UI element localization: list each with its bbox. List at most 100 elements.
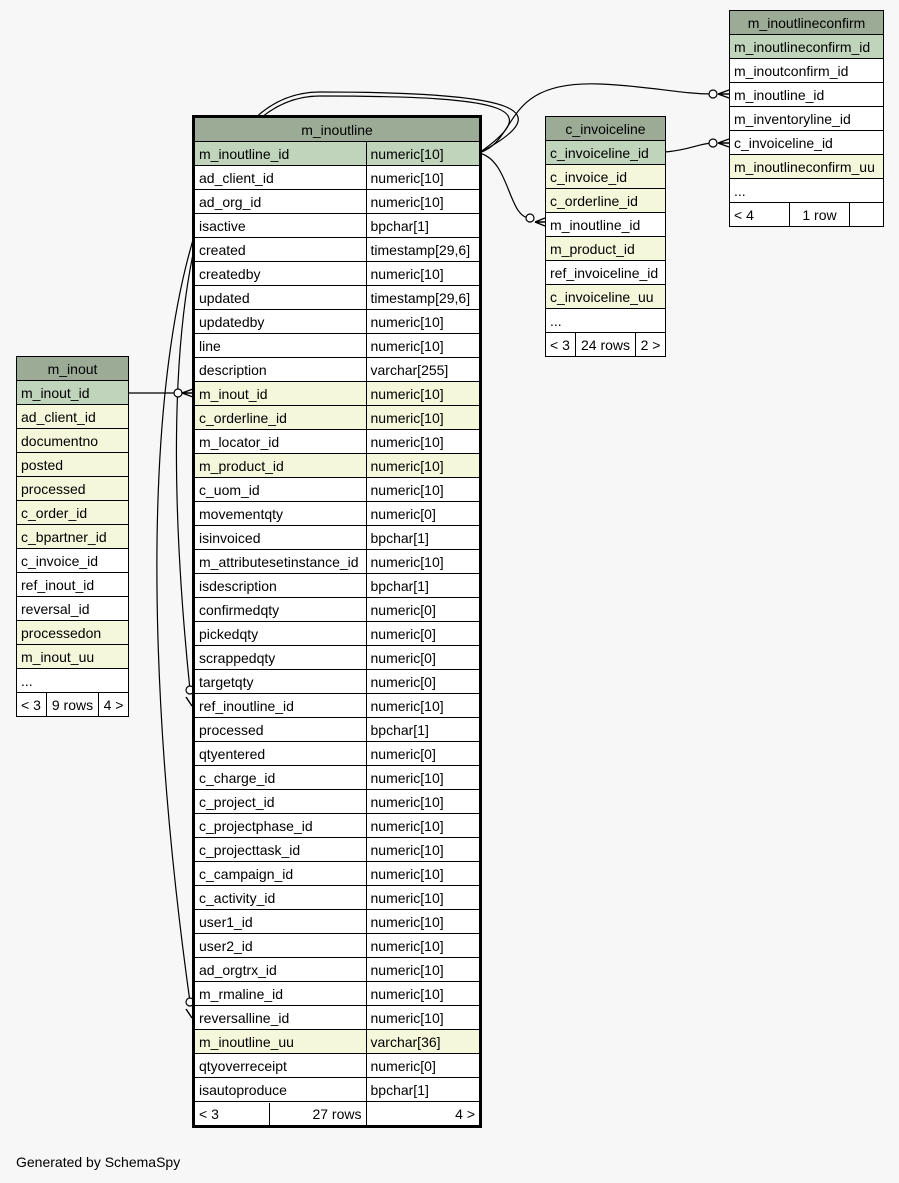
column-name: qtyentered — [193, 741, 367, 766]
footer-prev-link[interactable]: < 4 — [729, 202, 790, 227]
column-row[interactable]: m_inout_id — [15, 380, 130, 405]
column-row[interactable]: m_inoutlineconfirm_uu — [728, 154, 885, 179]
column-name: line — [193, 333, 367, 358]
column-row[interactable]: m_inoutconfirm_id — [728, 58, 885, 83]
edge-m-inoutline-to-confirm — [478, 83, 714, 154]
column-row[interactable]: ref_inout_id — [15, 572, 130, 597]
column-row[interactable]: m_inout_uu — [15, 644, 130, 669]
column-type: numeric[10] — [365, 837, 481, 862]
footer-next-link[interactable]: 2 > — [634, 332, 667, 357]
footer-next-link[interactable] — [848, 202, 885, 227]
edge-end-circle — [173, 388, 183, 398]
column-type: bpchar[1] — [365, 525, 481, 550]
column-row[interactable]: c_invoiceline_uu — [544, 284, 667, 309]
column-row[interactable]: c_order_id — [15, 500, 130, 525]
column-row[interactable]: ad_client_id — [15, 404, 130, 429]
column-name: documentno — [15, 428, 130, 453]
column-row[interactable]: reversal_id — [15, 596, 130, 621]
column-type: numeric[10] — [365, 405, 481, 430]
column-type: numeric[10] — [365, 813, 481, 838]
column-row[interactable]: ... — [15, 668, 130, 693]
column-row[interactable]: m_inoutline_id — [728, 82, 885, 107]
column-row[interactable]: c_invoice_id — [544, 164, 667, 189]
column-row[interactable]: m_inventoryline_id — [728, 106, 885, 131]
column-name: ref_inoutline_id — [193, 693, 367, 718]
column-type: numeric[10] — [365, 165, 481, 190]
footer-next-link[interactable]: 4 > — [97, 692, 130, 717]
footer-prev-link[interactable]: < 3 — [545, 332, 576, 357]
column-row[interactable]: c_invoice_id — [15, 548, 130, 573]
column-name: confirmedqty — [193, 597, 367, 622]
column-row[interactable]: processedon — [15, 620, 130, 645]
footer-prev-link[interactable]: < 3 — [195, 1102, 270, 1125]
table-title: c_invoiceline — [544, 116, 667, 141]
column-name: ... — [544, 308, 667, 333]
column-row[interactable]: c_orderline_id — [544, 188, 667, 213]
column-row[interactable]: c_invoiceline_id — [728, 130, 885, 155]
column-row[interactable]: m_product_id — [544, 236, 667, 261]
column-row[interactable]: documentno — [15, 428, 130, 453]
column-row[interactable]: c_invoiceline_id — [544, 140, 667, 165]
column-row[interactable]: ... — [544, 308, 667, 333]
column-row[interactable]: m_inoutlineconfirm_id — [728, 34, 885, 59]
column-type: numeric[0] — [365, 669, 481, 694]
column-name: ad_client_id — [193, 165, 367, 190]
footer-prev-link[interactable]: < 3 — [16, 692, 47, 717]
column-row[interactable]: c_bpartner_id — [15, 524, 130, 549]
column-name: c_bpartner_id — [15, 524, 130, 549]
column-row[interactable]: m_inoutline_id — [544, 212, 667, 237]
column-type: bpchar[1] — [365, 573, 481, 598]
column-name: m_inoutline_id — [193, 141, 367, 166]
column-row[interactable]: ... — [728, 178, 885, 203]
column-row[interactable]: ref_invoiceline_id — [544, 260, 667, 285]
column-row[interactable]: posted — [15, 452, 130, 477]
column-row[interactable]: processed — [15, 476, 130, 501]
footer-next-link[interactable]: 4 > — [365, 1101, 481, 1127]
column-name: updated — [193, 285, 367, 310]
